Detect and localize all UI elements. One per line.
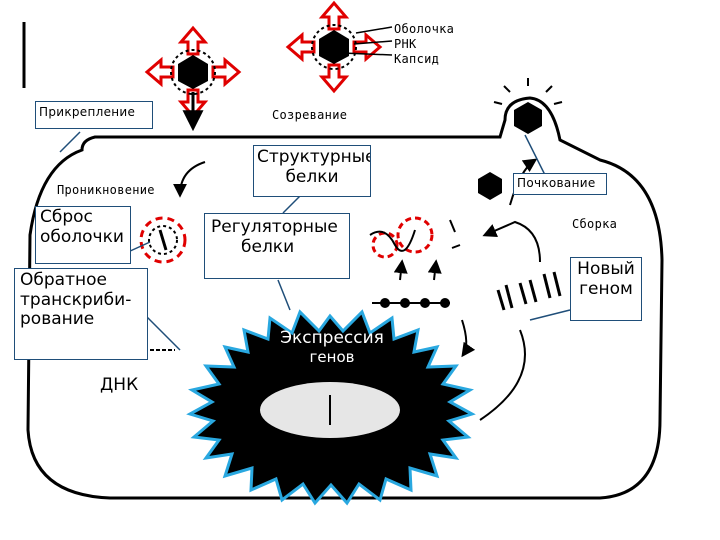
new-genome-line1: Новый [577,259,635,279]
legend-envelope: Оболочка [394,22,455,36]
assembly-text: Сборка [572,217,618,231]
penetration-text: Проникновение [57,183,155,197]
penetration-label: Проникновение [57,183,155,197]
assembly-label: Сборка [572,217,618,231]
uncoating-line2: оболочки [40,226,124,247]
legend-rna: РНК [394,37,417,51]
reverse-line3: рование [20,309,95,330]
budding-label: Почкование [513,173,607,195]
gene-expression-label: Экспрессия генов [262,328,402,366]
dna-text: ДНК [100,375,139,395]
structural-proteins-line2: белки [285,166,339,187]
new-genome-strands [496,271,562,311]
attachment-label: Прикрепление [35,101,153,129]
reverse-transcription-label: Обратное транскриби- рование [14,268,148,360]
uncoating-line1: Сброс [40,207,93,227]
new-genome-line2: геном [579,278,633,299]
penetration-arrow [173,161,206,198]
protein-chain [372,298,450,308]
regulatory-proteins-line1: Регуляторные [211,217,338,237]
mature-virion [286,1,393,93]
reverse-line2: транскриби- [20,289,132,310]
structural-proteins-line1: Структурные [257,147,371,167]
budding-virion [493,78,563,134]
expression-line2: генов [309,348,355,366]
regulatory-proteins-label: Регуляторные белки [204,213,350,279]
reverse-line1: Обратное [20,270,107,290]
regulatory-proteins-line2: белки [241,236,295,257]
budding-text: Почкование [517,176,596,190]
dna-label: ДНК [100,376,138,395]
structural-proteins-label: Структурные белки [253,145,371,197]
cell-membrane [26,96,664,500]
maturation-label: Созревание [272,108,348,122]
legend-capsid: Капсид [394,52,440,66]
new-genome-label: Новый геном [570,257,642,321]
assembled-capsid [478,172,502,200]
attachment-text: Прикрепление [39,105,136,119]
attaching-virion [145,26,241,132]
uncoating-label: Сброс оболочки [35,206,131,264]
maturation-text: Созревание [272,108,348,122]
assembling-particles [369,216,461,259]
virion-legend: Оболочка РНК Капсид [394,22,454,67]
uncoating-virion [139,216,187,264]
expression-line1: Экспрессия [280,328,384,348]
